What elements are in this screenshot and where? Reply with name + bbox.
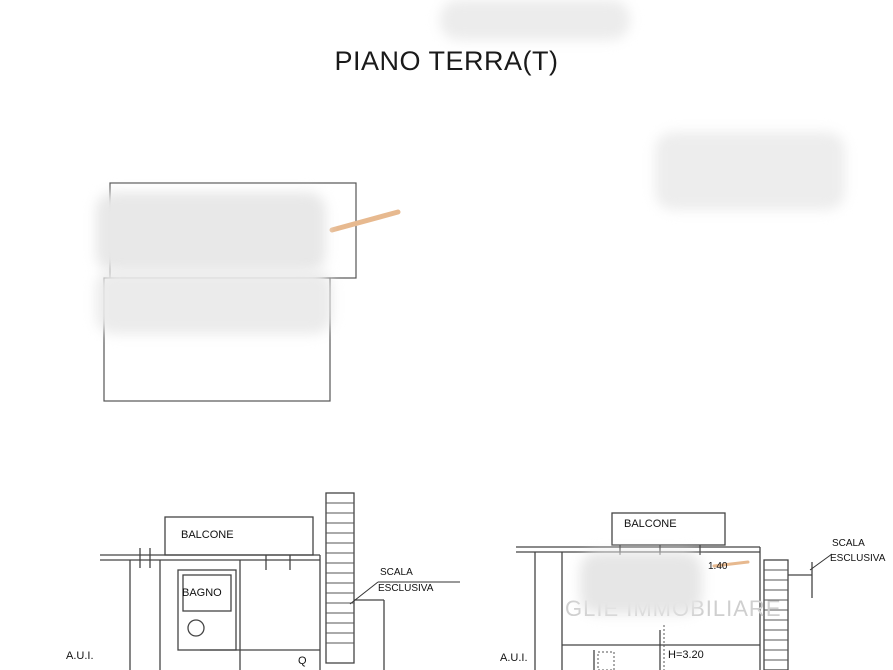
right-accent-mark	[712, 560, 750, 568]
redaction-upper-plan-2	[96, 270, 332, 334]
right-plan	[516, 512, 813, 670]
right-height-top: 1.40	[708, 561, 728, 572]
redaction-top	[440, 0, 630, 40]
left-bagno-label: BAGNO	[182, 587, 222, 599]
accent-mark	[329, 209, 401, 233]
right-plan-dashes	[597, 625, 665, 670]
left-scala-leader	[349, 581, 379, 605]
right-scala-leader	[809, 553, 833, 571]
left-aui-label: A.U.I.	[66, 650, 94, 662]
right-stair-treads	[764, 569, 788, 661]
left-door-marker: Q	[298, 655, 307, 667]
right-aui-label: A.U.I.	[500, 652, 528, 664]
right-scala-label-1: SCALA	[832, 538, 865, 549]
right-balcone-label: BALCONE	[624, 518, 677, 530]
redaction-right	[655, 132, 845, 210]
right-scala-label-2: ESCLUSIVA	[830, 553, 886, 564]
left-plan	[100, 492, 385, 670]
page-title: PIANO TERRA(T)	[334, 46, 559, 76]
right-height-mid: H=3.20	[668, 649, 704, 661]
left-scala-label-1: SCALA	[380, 567, 413, 578]
left-stair-treads	[326, 502, 354, 644]
left-scala-label-2: ESCLUSIVA	[378, 583, 434, 594]
redaction-right-plan	[580, 552, 702, 614]
redaction-upper-plan	[96, 192, 326, 272]
left-balcone-label: BALCONE	[181, 529, 234, 541]
